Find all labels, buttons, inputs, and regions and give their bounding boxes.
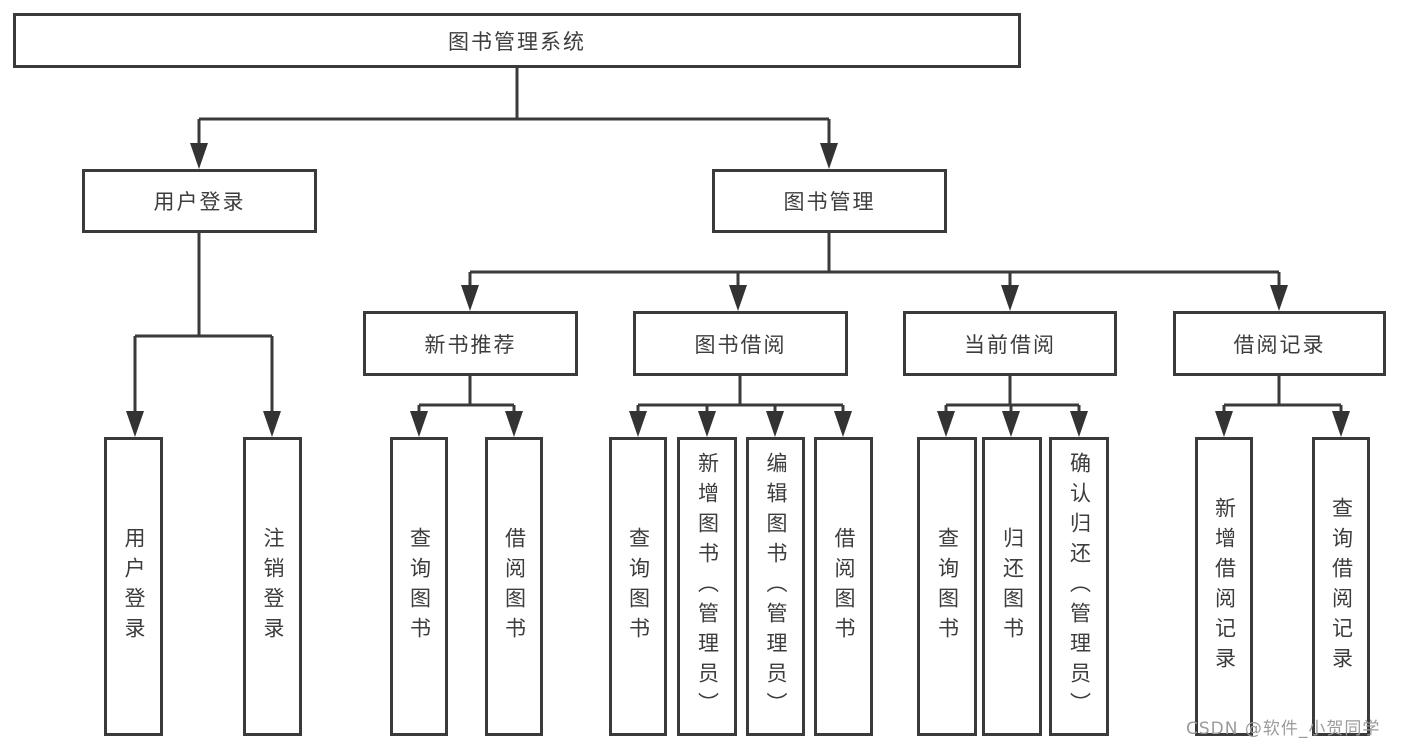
leaf-return-books: 归还图书: [982, 437, 1042, 736]
node-borrow-records: 借阅记录: [1173, 311, 1386, 376]
node-current-borrowing: 当前借阅: [903, 311, 1117, 376]
leaf-confirm-return-admin: 确认归还（管理员）: [1049, 437, 1109, 736]
leaf-query-books-borrowing: 查询图书: [609, 437, 667, 736]
leaf-query-books-current: 查询图书: [917, 437, 977, 736]
leaf-add-books-admin: 新增图书（管理员）: [677, 437, 737, 736]
csdn-watermark: CSDN @软件_小贺同学: [1186, 719, 1381, 739]
leaf-edit-books-admin: 编辑图书（管理员）: [746, 437, 805, 736]
leaf-add-borrow-record: 新增借阅记录: [1195, 437, 1253, 736]
leaf-query-borrow-record: 查询借阅记录: [1312, 437, 1370, 736]
node-new-book-recommend: 新书推荐: [363, 311, 578, 376]
node-book-management: 图书管理: [712, 169, 947, 233]
node-user-login: 用户登录: [82, 169, 317, 233]
leaf-borrow-books: 借阅图书: [814, 437, 873, 736]
arrowhead-icons: [126, 143, 1350, 437]
node-book-borrowing: 图书借阅: [633, 311, 848, 376]
leaf-user-login: 用户登录: [104, 437, 163, 736]
leaf-borrow-books-recommend: 借阅图书: [485, 437, 543, 736]
leaf-logout: 注销登录: [243, 437, 302, 736]
node-library-management-system: 图书管理系统: [13, 13, 1021, 68]
leaf-query-books-recommend: 查询图书: [390, 437, 448, 736]
